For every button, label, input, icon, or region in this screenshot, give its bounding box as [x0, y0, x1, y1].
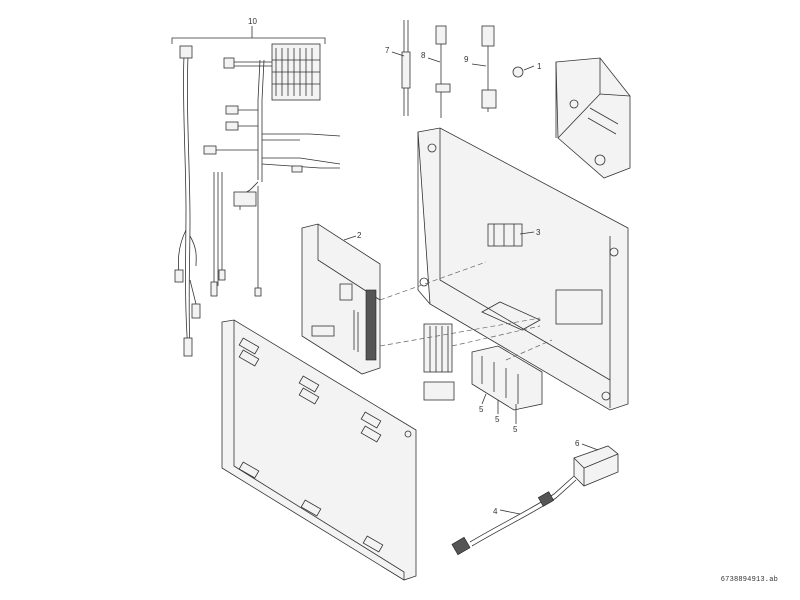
- callout-3: 3: [536, 228, 541, 237]
- mounting-frame: [417, 127, 629, 411]
- part-10-cable-harness: [171, 26, 341, 357]
- part-5-terminal-block: [471, 345, 543, 411]
- part-6-module: [573, 445, 619, 487]
- terminal-blocks: [423, 323, 455, 401]
- part-3-relay: [487, 223, 523, 247]
- part-2-control-board: [301, 223, 381, 375]
- callout-5b: 5: [495, 415, 500, 424]
- part-9-cable: [471, 25, 497, 112]
- part-7-sensor: [391, 20, 411, 116]
- callout-1: 1: [537, 62, 542, 71]
- callout-5c: 5: [513, 425, 518, 434]
- part-4-cable: [451, 475, 577, 556]
- callout-4: 4: [493, 507, 498, 516]
- front-cover: [221, 319, 417, 581]
- part-1-clip: [512, 65, 535, 78]
- callout-7: 7: [385, 46, 390, 55]
- callout-10: 10: [248, 17, 257, 26]
- assembly-lines: [379, 261, 553, 361]
- callout-5a: 5: [479, 405, 484, 414]
- callout-8: 8: [421, 51, 426, 60]
- callout-6: 6: [575, 439, 580, 448]
- callout-2: 2: [357, 231, 362, 240]
- leader-lines: [343, 231, 599, 515]
- part-8-cable: [427, 25, 451, 118]
- callout-9: 9: [464, 55, 469, 64]
- document-id: 6738894913.ab: [720, 576, 778, 584]
- control-module: [555, 57, 631, 179]
